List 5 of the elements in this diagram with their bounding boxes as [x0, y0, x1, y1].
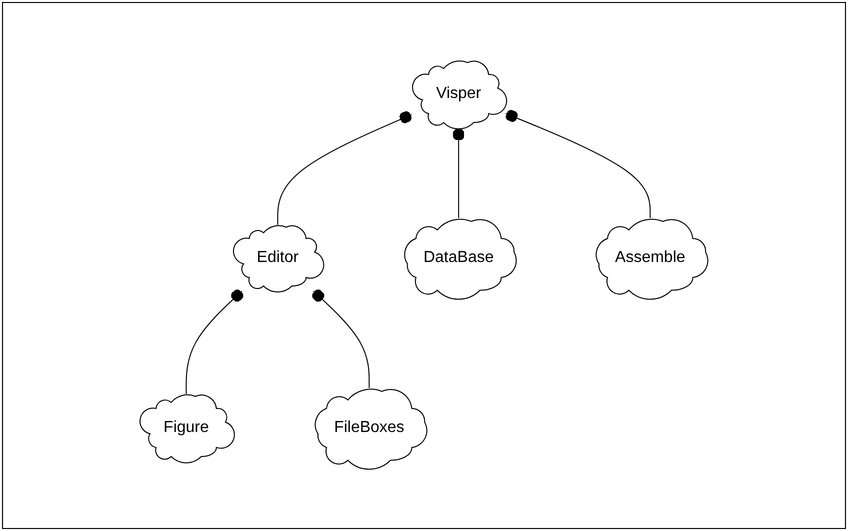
- connector: [277, 112, 412, 226]
- connector: [452, 128, 465, 219]
- connector: [312, 290, 370, 389]
- connector: [505, 110, 651, 219]
- connector: [186, 290, 244, 395]
